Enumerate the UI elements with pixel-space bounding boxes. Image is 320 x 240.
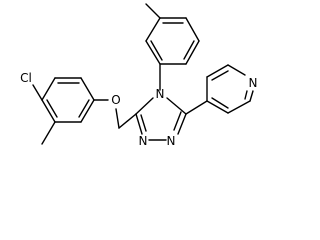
bond-double: [150, 40, 163, 61]
triazole-n-a-label: N: [167, 134, 176, 148]
bond: [145, 17, 161, 42]
bond: [227, 100, 251, 114]
bond: [227, 64, 246, 76]
bond: [32, 84, 43, 101]
bond: [145, 40, 161, 65]
bond: [249, 90, 254, 102]
bond: [177, 113, 187, 135]
bond-double: [244, 90, 248, 100]
bond: [41, 77, 56, 101]
bond: [118, 113, 137, 129]
bond: [135, 113, 143, 135]
bond: [41, 99, 56, 123]
triazole-n-b-label: N: [139, 134, 148, 148]
bonds: [32, 3, 254, 145]
bond-double: [183, 40, 195, 60]
bond: [206, 64, 229, 78]
atom-labels: Cl O N N N N: [20, 71, 257, 148]
bond: [80, 77, 95, 101]
bond-double: [211, 97, 229, 109]
bond: [115, 108, 120, 129]
ether-oxygen-label: O: [111, 93, 120, 107]
bond-double: [140, 114, 147, 132]
bond-double: [46, 99, 58, 118]
bond: [166, 97, 187, 115]
bond: [41, 121, 56, 145]
bond: [80, 99, 95, 123]
bond: [206, 100, 229, 114]
bond: [185, 100, 208, 115]
chlorine-label: Cl: [20, 71, 32, 85]
bond-double: [211, 70, 229, 81]
bond-double: [173, 111, 182, 131]
pyridine-n-label: N: [249, 76, 258, 90]
structure-svg: Cl O N N N N: [20, 3, 257, 148]
triazole-n-substituted-label: N: [156, 87, 165, 101]
bond-double: [78, 99, 90, 118]
bond: [185, 40, 200, 65]
bond: [135, 97, 154, 115]
bond: [145, 3, 161, 19]
molecule-diagram: Cl O N N N N: [20, 3, 257, 148]
bond: [185, 17, 200, 42]
